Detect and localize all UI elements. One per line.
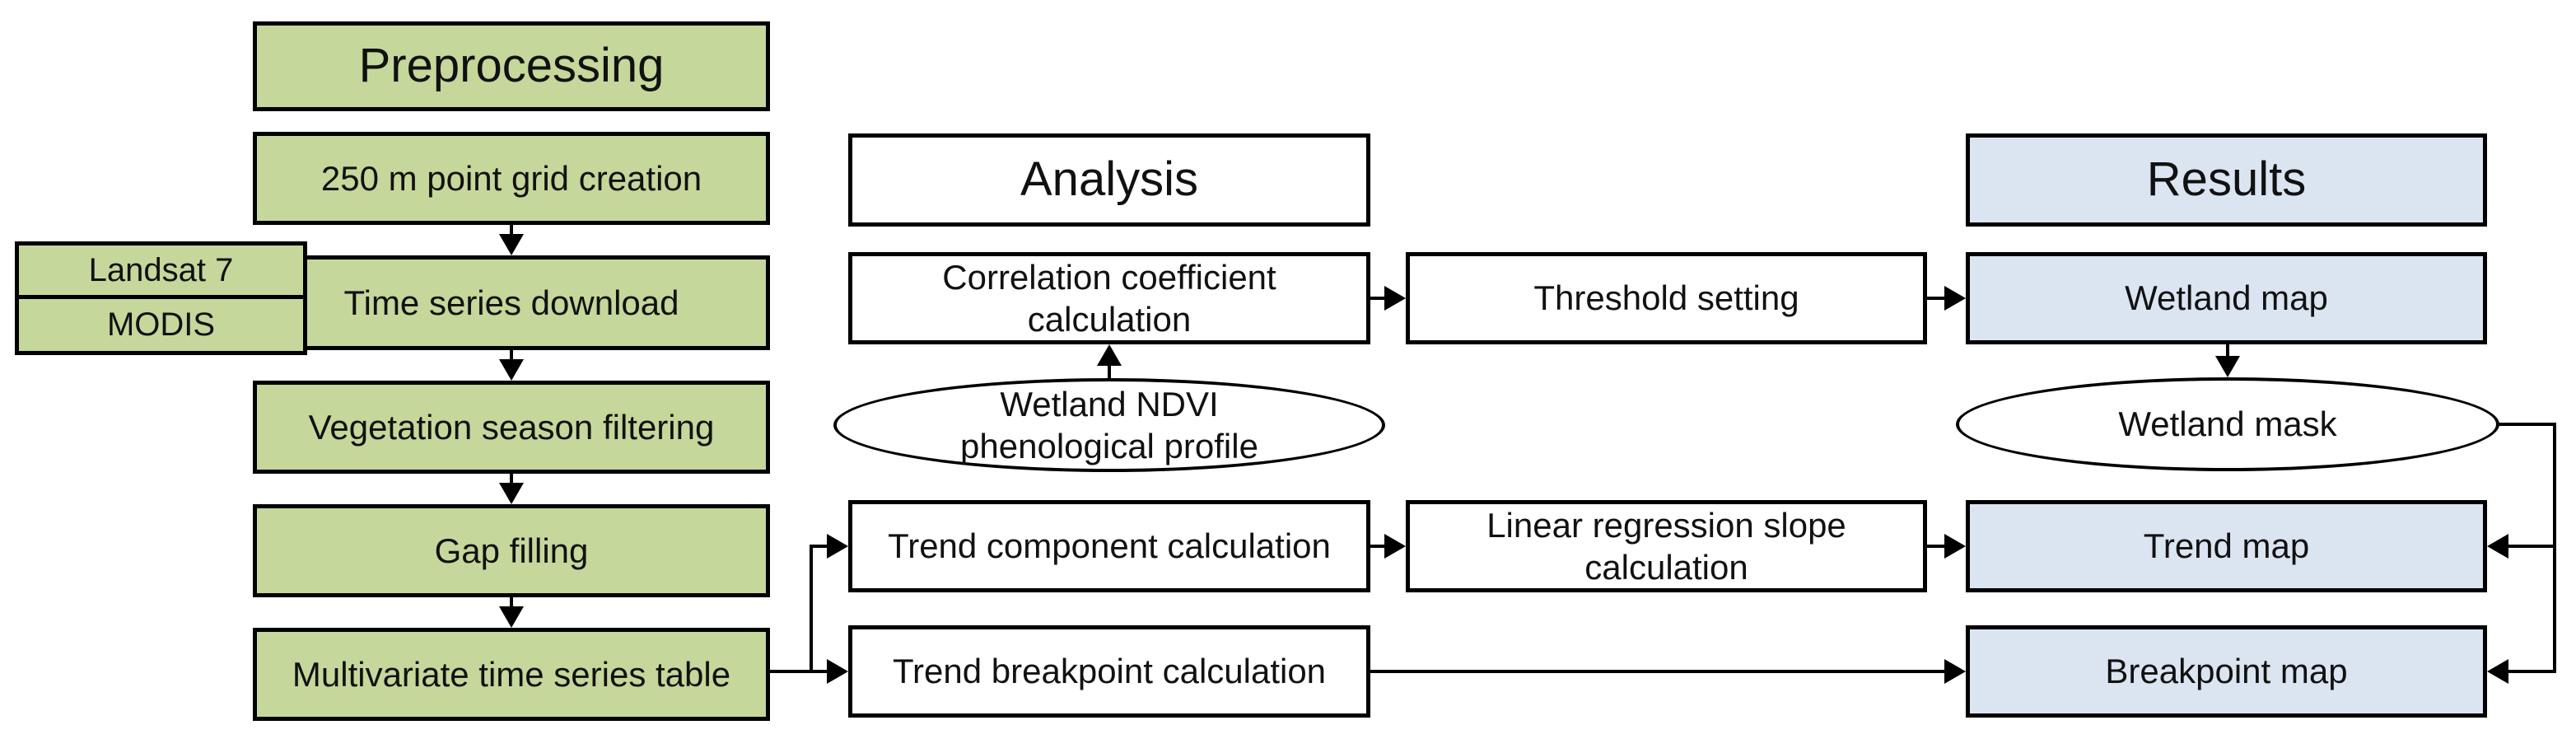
threshold-setting-label: Threshold setting (1533, 278, 1799, 318)
time-series-download-box: Time series download (253, 255, 770, 350)
time-series-download-label: Time series download (343, 283, 679, 322)
landsat-label: Landsat 7 (88, 251, 234, 288)
grid-creation-label: 250 m point grid creation (320, 158, 702, 198)
breakpoint-map-box: Breakpoint map (1966, 625, 2487, 718)
multivariate-table-box: Multivariate time series table (253, 628, 770, 721)
trend-map-label: Trend map (2143, 526, 2310, 566)
arrow-mask-to-breakpointmap-head (2487, 659, 2508, 684)
arrow-gap-to-table-head (499, 606, 524, 628)
arrow-linreg-to-trendmap-shaft (1925, 545, 1948, 548)
connector-table-split-horizontal (768, 670, 830, 673)
analysis-header-box: Analysis (848, 133, 1370, 227)
arrow-threshold-to-wetlandmap-head (1944, 286, 1966, 311)
trend-map-box: Trend map (1966, 500, 2487, 592)
modis-label: MODIS (106, 306, 216, 343)
wetland-ndvi-profile-label: Wetland NDVI phenological profile (960, 384, 1258, 465)
vegetation-filtering-label: Vegetation season filtering (308, 407, 715, 447)
arrow-mask-to-trendmap-head (2487, 534, 2508, 559)
arrow-mask-to-trendmap-shaft (2507, 545, 2556, 548)
linear-regression-calc-box: Linear regression slope calculation (1406, 500, 1927, 592)
arrow-breakpointcalc-to-breakpointmap-head (1944, 659, 1966, 684)
preprocessing-header-box: Preprocessing (253, 21, 770, 111)
trend-component-calc-box: Trend component calculation (848, 500, 1370, 592)
gap-filling-box: Gap filling (253, 504, 770, 597)
threshold-setting-box: Threshold setting (1406, 252, 1927, 344)
grid-creation-box: 250 m point grid creation (253, 132, 770, 225)
connector-mask-vertical (2553, 423, 2556, 673)
correlation-calc-label: Correlation coefficient calculation (942, 257, 1276, 339)
trend-breakpoint-calc-box: Trend breakpoint calculation (848, 625, 1370, 718)
breakpoint-map-label: Breakpoint map (2105, 652, 2348, 691)
connector-mask-out-horizontal (2498, 423, 2556, 426)
arrow-trendcomp-to-linreg-head (1384, 534, 1406, 559)
linear-regression-calc-label: Linear regression slope calculation (1486, 505, 1846, 587)
arrow-download-to-vegetation-head (499, 359, 524, 381)
arrow-threshold-to-wetlandmap-shaft (1925, 297, 1948, 300)
trend-breakpoint-calc-label: Trend breakpoint calculation (892, 652, 1327, 691)
vegetation-filtering-box: Vegetation season filtering (253, 381, 770, 474)
arrow-breakpointcalc-to-breakpointmap-shaft (1369, 670, 1948, 673)
gap-filling-label: Gap filling (434, 531, 589, 570)
arrow-trendcomp-to-linreg-shaft (1369, 545, 1388, 548)
arrow-mask-to-breakpointmap-shaft (2507, 670, 2556, 673)
arrow-profile-to-correlation-shaft (1108, 364, 1111, 380)
trend-component-calc-label: Trend component calculation (888, 526, 1331, 566)
arrow-wetlandmap-to-mask-shaft (2226, 343, 2229, 358)
analysis-header-label: Analysis (1020, 152, 1198, 207)
wetland-map-box: Wetland map (1966, 252, 2487, 344)
wetland-mask-label: Wetland mask (2118, 405, 2337, 444)
arrow-profile-to-correlation-head (1097, 344, 1122, 366)
arrow-grid-to-download-shaft (510, 223, 513, 236)
wetland-mask-ellipse: Wetland mask (1956, 377, 2499, 471)
arrow-correlation-to-threshold-shaft (1369, 297, 1388, 300)
results-header-box: Results (1966, 133, 2487, 227)
arrow-table-to-trend-component-head (827, 534, 848, 559)
correlation-calc-box: Correlation coefficient calculation (848, 252, 1370, 344)
arrow-download-to-vegetation-shaft (510, 348, 513, 361)
satellite-sources-divider (15, 295, 307, 299)
results-header-label: Results (2146, 152, 2307, 207)
connector-table-split-riser (810, 545, 813, 673)
arrow-table-to-trend-breakpoint-head (827, 659, 848, 684)
arrow-gap-to-table-shaft (510, 596, 513, 608)
arrow-table-to-trend-component-shaft (810, 545, 830, 548)
arrow-vegetation-to-gap-shaft (510, 472, 513, 484)
arrow-wetlandmap-to-mask-head (2215, 356, 2240, 377)
wetland-map-label: Wetland map (2125, 278, 2328, 318)
arrow-vegetation-to-gap-head (499, 483, 524, 504)
arrow-grid-to-download-head (499, 234, 524, 255)
wetland-ndvi-profile-ellipse: Wetland NDVI phenological profile (833, 378, 1385, 472)
multivariate-table-label: Multivariate time series table (292, 654, 731, 694)
arrow-linreg-to-trendmap-head (1944, 534, 1966, 559)
arrow-correlation-to-threshold-head (1384, 286, 1406, 311)
preprocessing-header-label: Preprocessing (358, 39, 665, 93)
